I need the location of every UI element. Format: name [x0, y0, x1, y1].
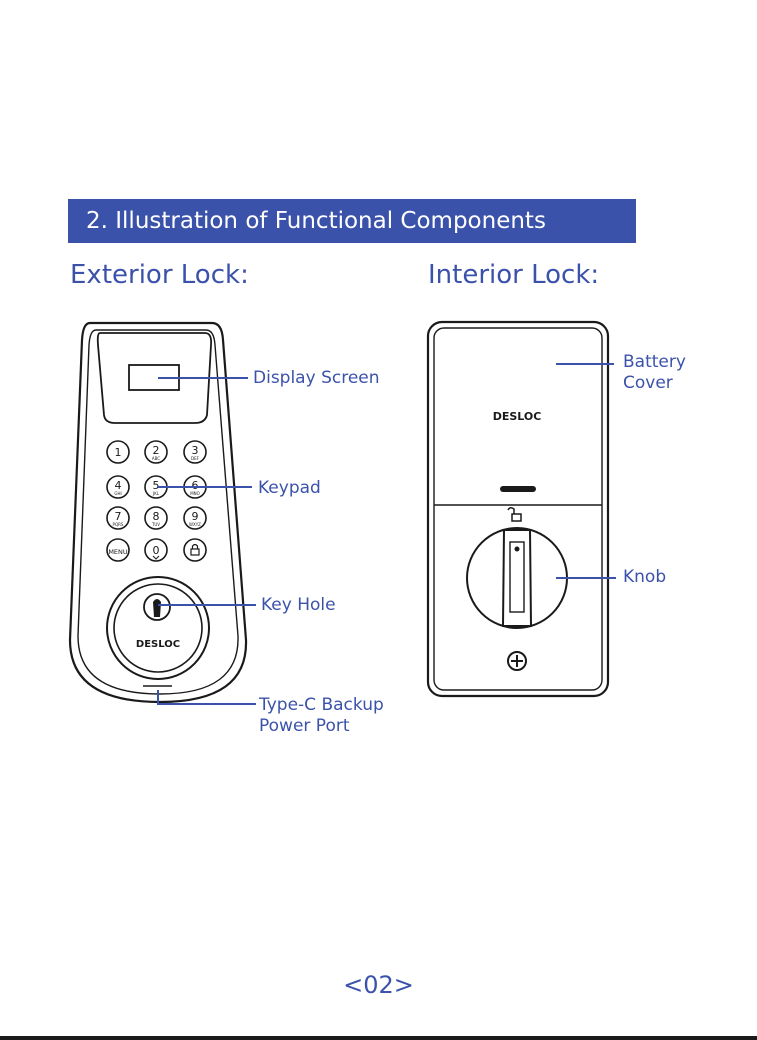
exterior-callout-lines — [158, 378, 256, 704]
interior-brand-logo: DESLOC — [493, 410, 542, 423]
keypad-key-outline — [184, 539, 206, 561]
keypad-key-letters: PQRS — [113, 522, 124, 527]
callout-keypad: Keypad — [258, 478, 321, 499]
page-number: <02> — [0, 971, 757, 999]
keypad-key-letters: JKL — [152, 491, 160, 496]
keypad-key-letters: TUV — [151, 522, 160, 527]
keypad-key-letters: ABC — [152, 456, 160, 461]
knob — [467, 528, 567, 628]
keypad-key-digit: 1 — [115, 446, 122, 459]
keypad-key: MENU — [107, 539, 129, 561]
keypad-key: 1 — [107, 441, 129, 463]
keypad-key-letters: WXYZ — [189, 522, 201, 527]
callout-usb-line1: Type-C Backup — [259, 695, 384, 716]
keypad-key-digit: MENU — [108, 548, 128, 556]
exterior-brand-logo: DESLOC — [136, 639, 180, 650]
key-hole-ring-outer — [107, 577, 209, 679]
interior-lock-drawing — [428, 322, 608, 696]
keypad-key — [184, 539, 206, 561]
key-hole-ring-inner — [114, 584, 202, 672]
callout-battery-line2: Cover — [623, 373, 686, 394]
callout-usb-line2: Power Port — [259, 716, 384, 737]
keypad-key: 0 — [145, 539, 167, 561]
keypad-key-letters: GHI — [114, 491, 121, 496]
unlock-icon — [512, 514, 521, 521]
callout-display-screen: Display Screen — [253, 368, 380, 389]
lock-icon — [191, 545, 199, 556]
bottom-rule — [0, 1036, 757, 1040]
callout-battery-line1: Battery — [623, 352, 686, 373]
callout-usb-port: Type-C Backup Power Port — [259, 695, 384, 737]
keypad-key-letters: DEF — [191, 456, 200, 461]
keypad-key-letters: MNO — [190, 491, 200, 496]
key-hole-slot — [153, 599, 161, 617]
callout-knob: Knob — [623, 567, 666, 588]
callout-battery-cover: Battery Cover — [623, 352, 686, 394]
keypad-key-digit: 0 — [153, 544, 160, 557]
battery-cover-slot — [500, 486, 536, 492]
callout-key-hole: Key Hole — [261, 595, 336, 616]
